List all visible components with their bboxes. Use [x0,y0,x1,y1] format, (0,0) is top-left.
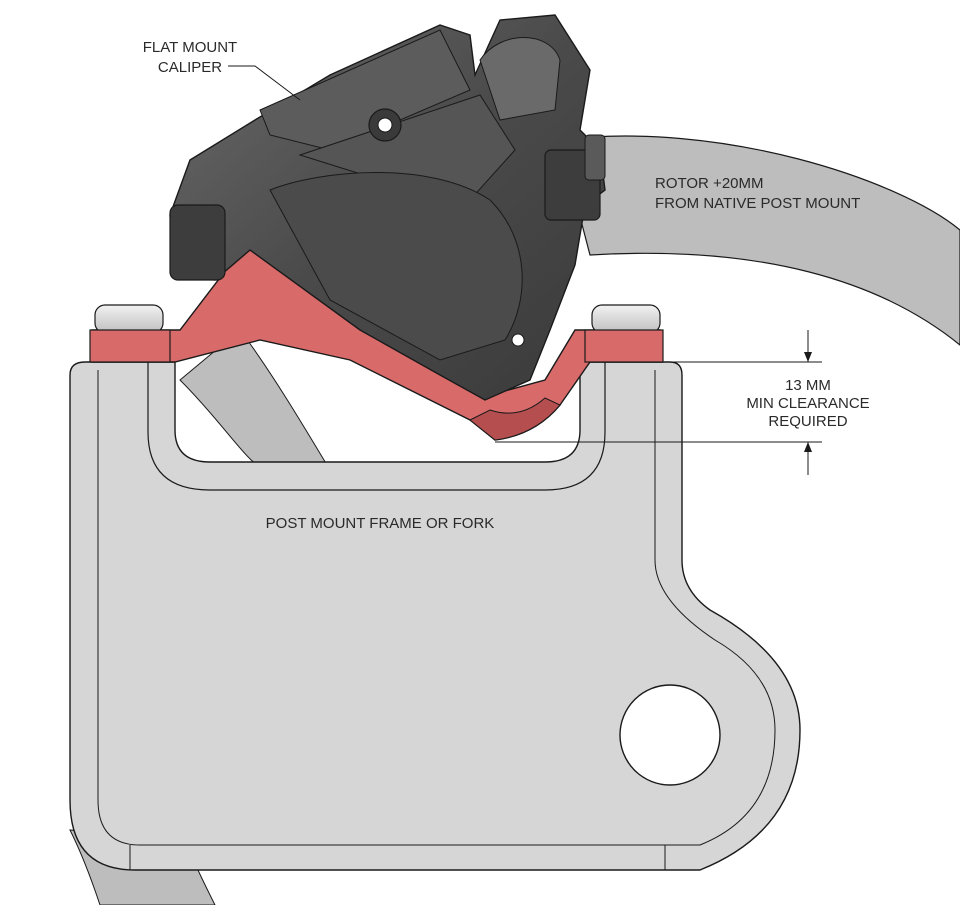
right-bolt [584,304,664,363]
left-bolt [89,304,171,363]
frame-label: POST MOUNT FRAME OR FORK [266,515,495,532]
post-mount-frame [69,361,801,871]
caliper-label-line2: CALIPER [158,59,222,76]
frame-left-edge [97,370,776,846]
rotor [559,135,960,346]
caliper-label-line1: FLAT MOUNT [143,39,237,56]
rotor-label-line1: ROTOR +20MM [655,175,764,192]
clearance-label-line3: REQUIRED [768,413,847,430]
adapter-lower-face [469,397,561,441]
clearance-label-line1: 13 MM [785,377,831,394]
caliper [169,14,606,401]
axle-hole [619,684,721,786]
caliper-leader-line [228,65,301,101]
clearance-label-line2: MIN CLEARANCE [746,395,869,412]
frame-bottom-band [129,845,666,870]
frame-inner-edge [147,362,606,491]
rotor-label-line2: FROM NATIVE POST MOUNT [655,195,860,212]
clearance-dimension [495,330,822,475]
